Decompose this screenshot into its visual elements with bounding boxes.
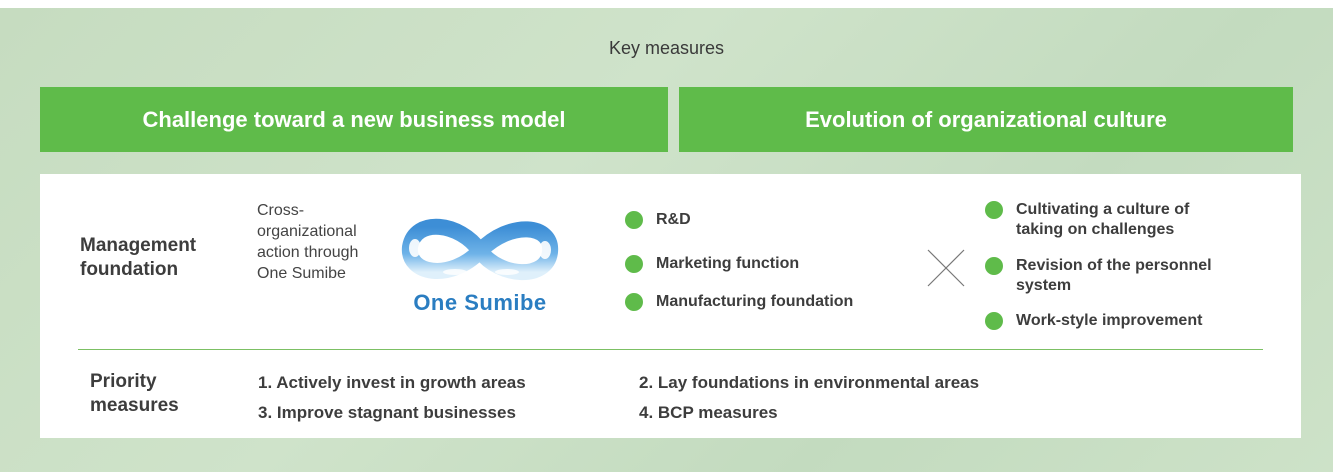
bullet-rd: R&D <box>625 210 691 230</box>
multiply-icon <box>927 249 965 287</box>
priority-item-3: 3. Improve stagnant businesses <box>258 403 516 422</box>
bullet-manufacturing: Manufacturing foundation <box>625 292 853 312</box>
measures-card: Management foundation Cross- organizatio… <box>40 174 1301 438</box>
one-sumibe-logo: One Sumibe <box>395 212 593 315</box>
priority-item-4: 4. BCP measures <box>639 403 778 422</box>
banner-organizational-culture: Evolution of organizational culture <box>679 87 1293 152</box>
infinity-logo-icon <box>401 218 559 281</box>
management-foundation-label: Management foundation <box>80 234 196 282</box>
bullet-work-style-text: Work-style improvement <box>1016 312 1203 329</box>
bullet-marketing: Marketing function <box>625 254 799 274</box>
management-label-line1: Management <box>80 235 197 256</box>
bullet-manufacturing-text: Manufacturing foundation <box>656 293 854 310</box>
culture-item-2-line1: Revision of the personnel <box>1016 257 1212 274</box>
bullet-personnel-system: Revision of the personnel system <box>985 256 1212 296</box>
culture-item-1-line1: Cultivating a culture of <box>1016 201 1190 218</box>
culture-item-1-line2: taking on challenges <box>1016 221 1175 238</box>
priority-item-2: 2. Lay foundations in environmental area… <box>639 373 980 392</box>
green-dot-icon <box>985 257 1003 275</box>
key-measures-heading: Key measures <box>608 38 725 58</box>
green-dot-icon <box>625 211 643 229</box>
priority-measures-label: Priority measures <box>90 370 179 418</box>
green-dot-icon <box>625 293 643 311</box>
green-dot-icon <box>985 312 1003 330</box>
culture-item-2-line2: system <box>1016 277 1072 294</box>
cross-organizational-text: Cross- organizational action through One… <box>257 200 358 284</box>
logo-wordmark: One Sumibe <box>413 290 547 315</box>
cross-text-line3: action through <box>257 244 359 261</box>
priority-item-1: 1. Actively invest in growth areas <box>258 373 526 392</box>
bullet-work-style: Work-style improvement <box>985 311 1202 331</box>
green-dot-icon <box>625 255 643 273</box>
priority-label-line1: Priority <box>90 371 157 392</box>
bullet-culture-challenges-text: Cultivating a culture of taking on chall… <box>1016 200 1189 240</box>
section-divider <box>78 349 1263 350</box>
bullet-personnel-system-text: Revision of the personnel system <box>1016 256 1212 296</box>
management-label-line2: foundation <box>80 259 179 280</box>
green-dot-icon <box>985 201 1003 219</box>
priority-label-line2: measures <box>90 395 179 416</box>
cross-text-line1: Cross- <box>257 202 305 219</box>
bullet-marketing-text: Marketing function <box>656 255 800 272</box>
banner-new-business-model: Challenge toward a new business model <box>40 87 668 152</box>
cross-text-line2: organizational <box>257 223 357 240</box>
bullet-culture-challenges: Cultivating a culture of taking on chall… <box>985 200 1189 240</box>
bullet-rd-text: R&D <box>656 211 691 228</box>
cross-text-line4: One Sumibe <box>257 265 346 282</box>
